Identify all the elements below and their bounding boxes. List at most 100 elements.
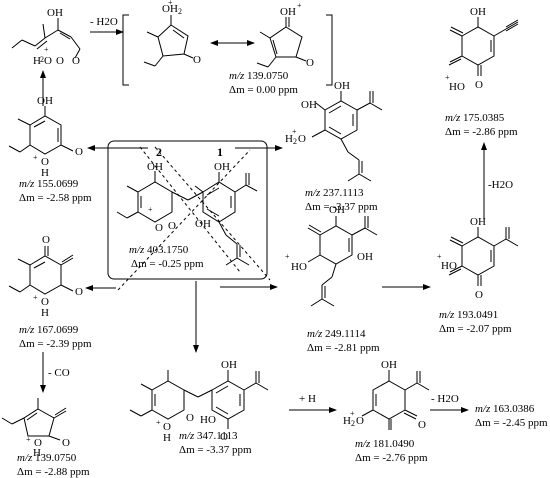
resonance-structure-a: OH 2 + O (143, 0, 201, 67)
svg-text:m/z 163.0386: m/z 163.0386 (475, 403, 535, 415)
fragment-181-structure: OH H 2 O + O (343, 359, 430, 431)
resonance-structure-b: OH + O (256, 1, 314, 69)
svg-text:m/z 193.0491: m/z 193.0491 (439, 309, 498, 321)
svg-text:O: O (44, 55, 52, 67)
svg-text:2: 2 (351, 419, 355, 428)
mz-prefix: m/z (307, 328, 323, 340)
svg-text:2: 2 (178, 7, 182, 16)
mz-prefix: m/z (445, 112, 461, 124)
water-loss-label-1: - H2O (90, 16, 118, 28)
svg-text:m/z 167.0699: m/z 167.0699 (19, 324, 79, 336)
svg-text:+: + (168, 0, 173, 7)
parent-ion-box (107, 140, 268, 280)
atom-oh: OH (147, 161, 163, 173)
mz-prefix: m/z (19, 178, 35, 190)
svg-text:O: O (356, 415, 364, 427)
fragment-155-mz: 155.0699 (37, 178, 79, 190)
svg-text:m/z 403.1750: m/z 403.1750 (129, 244, 189, 256)
svg-text:H: H (163, 432, 171, 444)
svg-text:HO: HO (200, 414, 216, 426)
atom-oh: OH (214, 161, 230, 173)
mz-prefix: m/z (355, 438, 371, 450)
fragment-237-structure: OH OH H 2 O + (285, 80, 383, 182)
svg-text:2: 2 (40, 55, 44, 64)
svg-text:OH: OH (301, 99, 317, 111)
svg-text:O: O (298, 133, 306, 145)
svg-text:+: + (26, 435, 31, 444)
fragment-347-mz: 347.1113 (197, 430, 238, 442)
svg-text:m/z 347.1113: m/z 347.1113 (179, 430, 238, 442)
svg-text:HO: HO (441, 260, 457, 272)
svg-text:H: H (33, 55, 41, 67)
svg-text:OH: OH (470, 216, 486, 228)
svg-text:+: + (292, 127, 297, 136)
fragment-139a-dm: Δm = 0.00 ppm (229, 84, 298, 96)
svg-text:m/z 237.1113: m/z 237.1113 (305, 187, 364, 199)
fragment-167-dm: Δm = -2.39 ppm (19, 338, 92, 350)
open-chain-structure: OH O O H 2 O + (11, 7, 81, 67)
svg-text:OH: OH (37, 95, 53, 107)
fragment-249-structure: OH HO + OH (285, 204, 378, 307)
svg-text:m/z 139.0750: m/z 139.0750 (17, 452, 77, 464)
svg-text:OH: OH (334, 80, 350, 92)
svg-text:OH: OH (329, 204, 345, 216)
svg-text:O: O (186, 412, 194, 424)
mz-prefix: m/z (19, 324, 35, 336)
bracket-right (326, 14, 333, 86)
h-gain-label: + H (299, 393, 316, 405)
svg-text:H: H (285, 133, 293, 145)
svg-text:2: 2 (293, 137, 297, 146)
svg-text:+: + (437, 252, 442, 261)
svg-text:O: O (75, 146, 83, 158)
svg-text:+: + (445, 73, 450, 82)
svg-text:OH: OH (470, 6, 486, 18)
mz-prefix: m/z (229, 70, 245, 82)
mz-prefix: m/z (439, 309, 455, 321)
svg-text:m/z 175.0385: m/z 175.0385 (445, 112, 505, 124)
svg-text:OH: OH (221, 359, 237, 371)
svg-text:+: + (350, 409, 355, 418)
mz-prefix: m/z (129, 244, 145, 256)
fragment-347-dm: Δm = -3.37 ppm (179, 444, 252, 456)
fragment-167-structure: O O O H + (8, 234, 83, 319)
fragment-163-mz: 163.0386 (493, 403, 535, 415)
water-loss-label-3: - H2O (431, 393, 459, 405)
svg-text:H: H (41, 307, 49, 319)
mz-prefix: m/z (475, 403, 491, 415)
fragment-139b-mz: 139.0750 (35, 452, 77, 464)
fragment-175-structure: OH HO + O (445, 6, 519, 93)
svg-text:OH: OH (381, 359, 397, 371)
svg-text:O: O (62, 437, 70, 449)
path-1-label: 1 (217, 145, 223, 159)
svg-text:O: O (75, 286, 83, 298)
parent-mz: 403.1750 (147, 244, 189, 256)
svg-text:HO: HO (291, 261, 307, 273)
fragment-139b-dm: Δm = -2.88 ppm (17, 466, 90, 478)
fragment-193-structure: OH HO + O (437, 216, 519, 301)
svg-text:+: + (156, 418, 161, 427)
fragment-249-dm: Δm = -2.81 ppm (307, 342, 380, 354)
fragment-167-mz: 167.0699 (37, 324, 79, 336)
bracket-left (122, 14, 129, 86)
fragment-237-dm: Δm = -3.37 ppm (305, 201, 378, 213)
fragment-155-structure: OH O O H + (8, 95, 83, 179)
fragment-175-mz: 175.0385 (463, 112, 505, 124)
parent-structure: OH O O + OH OH (116, 161, 258, 266)
mz-prefix: m/z (179, 430, 195, 442)
svg-text:O: O (475, 79, 483, 91)
fragment-237-mz: 237.1113 (323, 187, 364, 199)
svg-text:HO: HO (449, 81, 465, 93)
mz-prefix: m/z (305, 187, 321, 199)
svg-text:O: O (220, 431, 228, 443)
svg-text:+: + (33, 293, 38, 302)
svg-text:H: H (33, 447, 41, 459)
svg-text:H: H (41, 167, 49, 179)
fragment-163-dm: Δm = -2.45 ppm (475, 417, 548, 429)
svg-text:+: + (285, 252, 290, 261)
fragment-249-mz: 249.1114 (325, 328, 366, 340)
charge-plus: + (148, 205, 153, 214)
fragment-139a-mz: 139.0750 (247, 70, 289, 82)
svg-text:O: O (34, 437, 42, 449)
svg-text:OH: OH (357, 251, 373, 263)
